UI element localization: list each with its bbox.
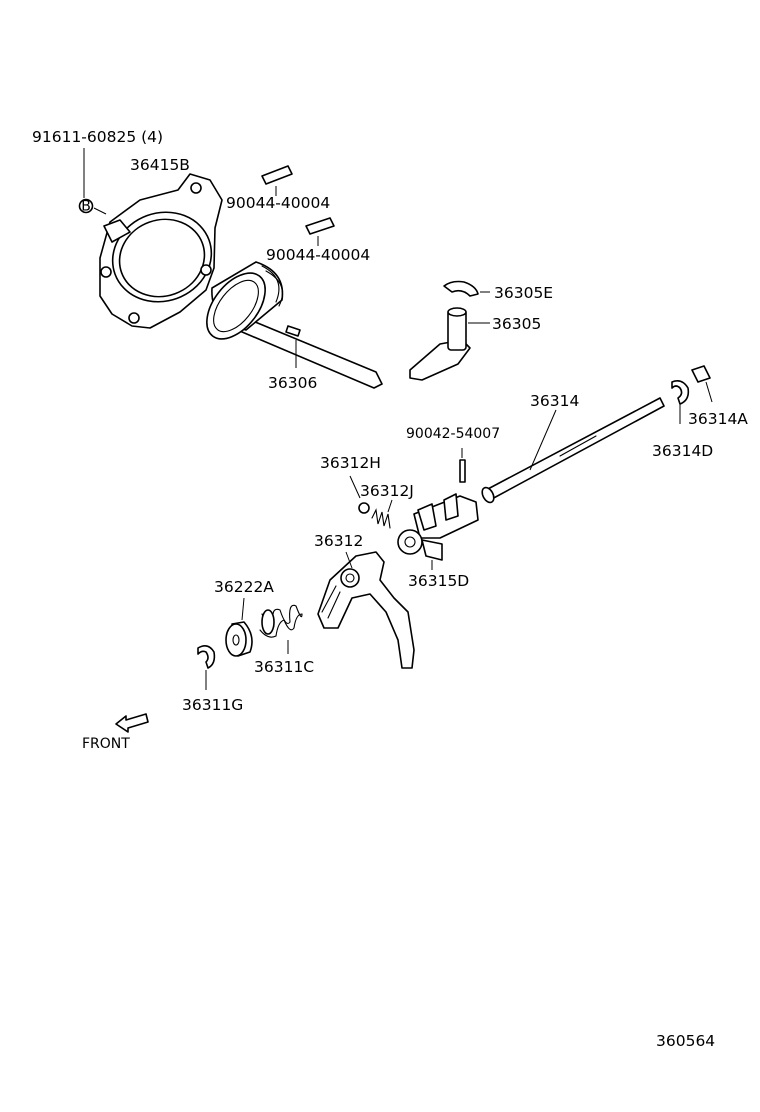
pin-upper-drawing (261, 165, 293, 196)
label-pin-36305: 36305 (492, 315, 541, 333)
bolt-b-drawing: B (78, 148, 107, 215)
large-spring-drawing (259, 604, 303, 654)
selector-shaft-drawing (206, 261, 383, 389)
spring-pin-drawing (459, 448, 466, 483)
clip-36314a-drawing (691, 365, 713, 403)
lever-36305-drawing (409, 280, 490, 381)
front-label: FRONT (82, 736, 130, 752)
label-collar: 36222A (214, 578, 274, 596)
label-fork: 36312 (314, 532, 363, 550)
label-spring-pin: 90042-54007 (406, 426, 500, 442)
label-ball: 36312H (320, 454, 381, 472)
label-ring-36314d: 36314D (652, 442, 713, 460)
label-selector-shaft: 36306 (268, 374, 317, 392)
small-spring-drawing (371, 499, 393, 529)
label-pin-lower: 90044-40004 (266, 246, 370, 264)
shift-head-drawing (397, 493, 479, 570)
label-large-spring: 36311C (254, 658, 314, 676)
label-housing: 36415B (130, 156, 190, 174)
collar-drawing (225, 597, 253, 657)
fork-drawing (317, 551, 415, 669)
label-clip-36314a: 36314A (688, 410, 748, 428)
label-ring-36311g: 36311G (182, 696, 243, 714)
label-small-spring: 36312J (360, 482, 414, 500)
label-shift-shaft: 36314 (530, 392, 579, 410)
bolt-marker: B (81, 199, 91, 215)
front-arrow-icon (115, 713, 149, 733)
shift-shaft-drawing (481, 397, 665, 504)
housing-36415b-drawing (99, 173, 223, 329)
label-bolt: 91611-60825 (4) (32, 128, 163, 146)
diagram-number: 360564 (656, 1032, 715, 1050)
label-shift-head: 36315D (408, 572, 469, 590)
label-snap-ring-e: 36305E (494, 284, 553, 302)
pin-lower-drawing (305, 217, 335, 246)
label-pin-upper: 90044-40004 (226, 194, 330, 212)
ball-drawing (349, 475, 370, 514)
ring-36311g-drawing (197, 644, 216, 690)
ring-36314d-drawing (671, 380, 690, 424)
